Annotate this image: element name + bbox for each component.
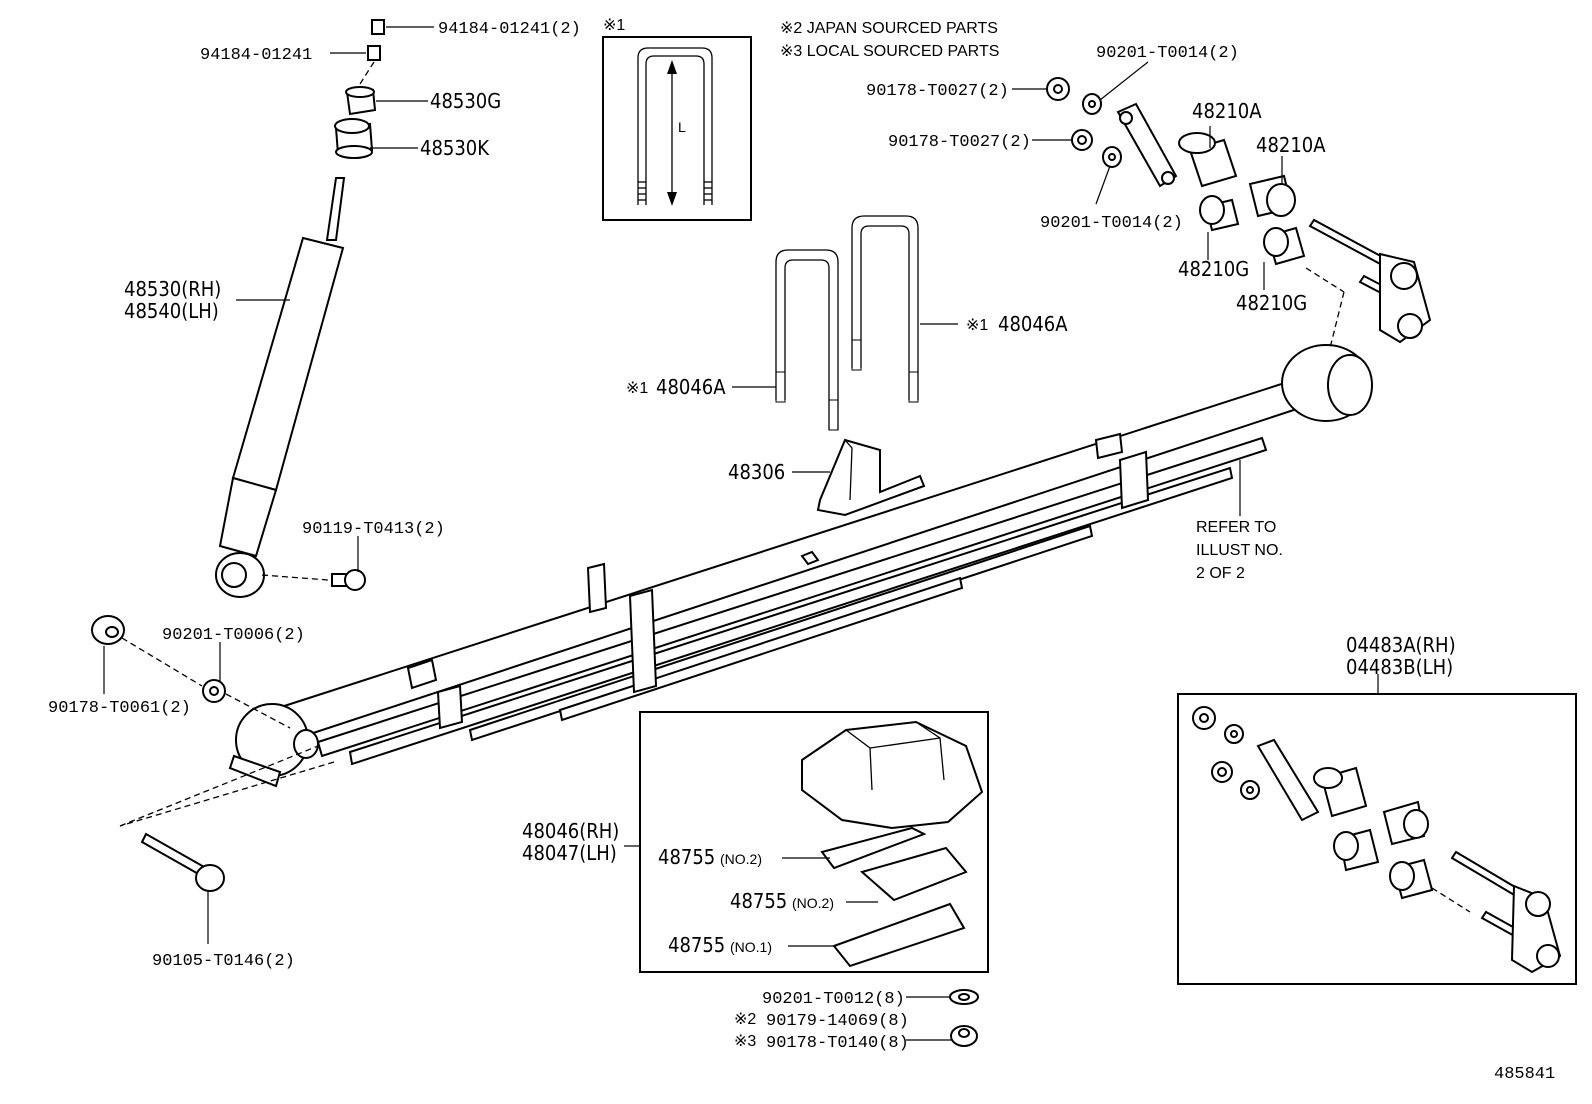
label-90178-t0140-marker: ※3 bbox=[734, 1033, 756, 1050]
label-48755-no1-sub: (NO.1) bbox=[730, 939, 772, 955]
shackle-bolt-icon bbox=[1308, 218, 1432, 344]
leaf-4 bbox=[468, 524, 1094, 742]
label-90201-t0014-b: 90201-T0014(2) bbox=[1040, 214, 1183, 233]
center-clamp bbox=[628, 588, 658, 694]
label-48046a-left-marker: ※1 bbox=[626, 380, 648, 397]
label-90179-14069: 90179-14069(8) bbox=[766, 1012, 909, 1031]
plate-48755-no1-icon bbox=[832, 902, 966, 968]
nut-90178-t0061-icon bbox=[91, 615, 125, 645]
nut-90178-t0027-b-icon bbox=[1071, 129, 1093, 151]
label-48530g: 48530G bbox=[430, 89, 501, 113]
washer-90201-t0006-icon bbox=[202, 679, 226, 703]
label-48755-no1: 48755 bbox=[668, 933, 725, 957]
label-48755-no2-a-sub: (NO.2) bbox=[720, 851, 762, 867]
label-90178-t0027-b: 90178-T0027(2) bbox=[888, 133, 1031, 152]
washer-90201-t0014-a-icon bbox=[1082, 93, 1102, 115]
leaf-3 bbox=[348, 466, 1234, 766]
label-48755-no2-a: 48755 bbox=[658, 845, 715, 869]
bushing-48210a-a-icon bbox=[1178, 132, 1238, 188]
leader-lines bbox=[103, 26, 1379, 1041]
label-48047-lh: 48047(LH) bbox=[522, 841, 617, 865]
label-48046-rh: 48046(RH) bbox=[522, 819, 619, 843]
label-90119-t0413: 90119-T0413(2) bbox=[302, 520, 445, 539]
labels: ※1 ※2 JAPAN SOURCED PARTS ※3 LOCAL SOURC… bbox=[48, 17, 1555, 1084]
label-48046a-top-marker: ※1 bbox=[966, 317, 988, 334]
label-90201-t0012: 90201-T0012(8) bbox=[762, 990, 905, 1009]
figure-number: 485841 bbox=[1494, 1065, 1555, 1084]
leaf-2 bbox=[316, 436, 1268, 758]
u-bolt-detail-box bbox=[602, 36, 752, 221]
clip-front bbox=[436, 684, 464, 730]
leaf-spring bbox=[228, 344, 1373, 788]
bushing-48210g-a-icon bbox=[1199, 195, 1240, 232]
label-48540-lh: 48540(LH) bbox=[124, 299, 219, 323]
label-04483b-lh: 04483B(LH) bbox=[1346, 655, 1453, 679]
shock-rod bbox=[325, 177, 346, 241]
label-90178-t0027-a: 90178-T0027(2) bbox=[866, 82, 1009, 101]
dimension-l-label: L bbox=[678, 119, 686, 135]
nut-second-icon bbox=[367, 45, 381, 61]
label-48755-no2-b: 48755 bbox=[730, 889, 787, 913]
note1-marker: ※1 bbox=[603, 17, 625, 34]
spring-seat-48306 bbox=[816, 438, 926, 517]
shackle-hardware bbox=[1046, 77, 1432, 349]
label-48046a-left: 48046A bbox=[656, 375, 726, 399]
label-48530k: 48530K bbox=[420, 136, 490, 160]
clip-rear bbox=[1118, 450, 1150, 510]
label-04483a-rh: 04483A(RH) bbox=[1346, 633, 1456, 657]
label-90178-t0061: 90178-T0061(2) bbox=[48, 699, 191, 718]
bushing-48210a-b-icon bbox=[1248, 174, 1296, 218]
label-48210a-a: 48210A bbox=[1192, 99, 1262, 123]
bottom-hardware bbox=[949, 989, 979, 1047]
u-bolt-right bbox=[851, 215, 919, 403]
spring-detail-box bbox=[639, 711, 989, 973]
nut-90178-t0140-icon bbox=[950, 1025, 978, 1047]
nut-top-icon bbox=[371, 19, 385, 35]
label-94184-01241: 94184-01241 bbox=[200, 46, 312, 65]
label-90201-t0006: 90201-T0006(2) bbox=[162, 626, 305, 645]
shackle-kit-box bbox=[1177, 693, 1577, 985]
label-48210g-b: 48210G bbox=[1236, 291, 1307, 315]
label-90178-t0140: 90178-T0140(8) bbox=[766, 1034, 909, 1053]
front-hardware bbox=[91, 615, 335, 892]
label-90179-marker: ※2 bbox=[734, 1011, 756, 1028]
nut-90178-t0027-a-icon bbox=[1046, 77, 1070, 101]
shock-body bbox=[231, 236, 345, 492]
label-48210a-b: 48210A bbox=[1256, 133, 1326, 157]
washer-90201-t0014-b-icon bbox=[1102, 146, 1122, 168]
label-48306: 48306 bbox=[728, 460, 785, 484]
refer-line-1: REFER TO bbox=[1196, 519, 1276, 536]
note-japan-sourced: ※2 JAPAN SOURCED PARTS bbox=[780, 20, 998, 37]
label-90105-t0146: 90105-T0146(2) bbox=[152, 952, 295, 971]
bushing-48210g-b-icon bbox=[1263, 226, 1306, 266]
bracket-tab bbox=[586, 562, 608, 614]
leaf-5 bbox=[558, 576, 964, 722]
label-94184-01241-2: 94184-01241(2) bbox=[438, 20, 581, 39]
shackle-plate-icon bbox=[1116, 102, 1178, 188]
shock-absorber bbox=[215, 19, 385, 598]
label-48210g-a: 48210G bbox=[1178, 257, 1249, 281]
label-48530-rh: 48530(RH) bbox=[124, 277, 221, 301]
u-bolt-left bbox=[775, 249, 839, 431]
bolt-90119-icon bbox=[331, 569, 366, 591]
label-90201-t0014-a: 90201-T0014(2) bbox=[1096, 44, 1239, 63]
shock-lower-body bbox=[218, 476, 278, 558]
label-48755-no2-b-sub: (NO.2) bbox=[792, 895, 834, 911]
bolt-90105-icon bbox=[140, 832, 225, 892]
label-48046a-top: 48046A bbox=[998, 312, 1068, 336]
note-local-sourced: ※3 LOCAL SOURCED PARTS bbox=[780, 43, 999, 60]
spring-pad-icon bbox=[801, 720, 984, 830]
refer-line-2: ILLUST NO. bbox=[1196, 542, 1283, 559]
plate-48755-no2-b-icon bbox=[859, 846, 968, 902]
refer-line-3: 2 OF 2 bbox=[1196, 565, 1245, 582]
plate-48755-no2-a-icon bbox=[820, 826, 927, 870]
main-leaf bbox=[276, 376, 1314, 742]
